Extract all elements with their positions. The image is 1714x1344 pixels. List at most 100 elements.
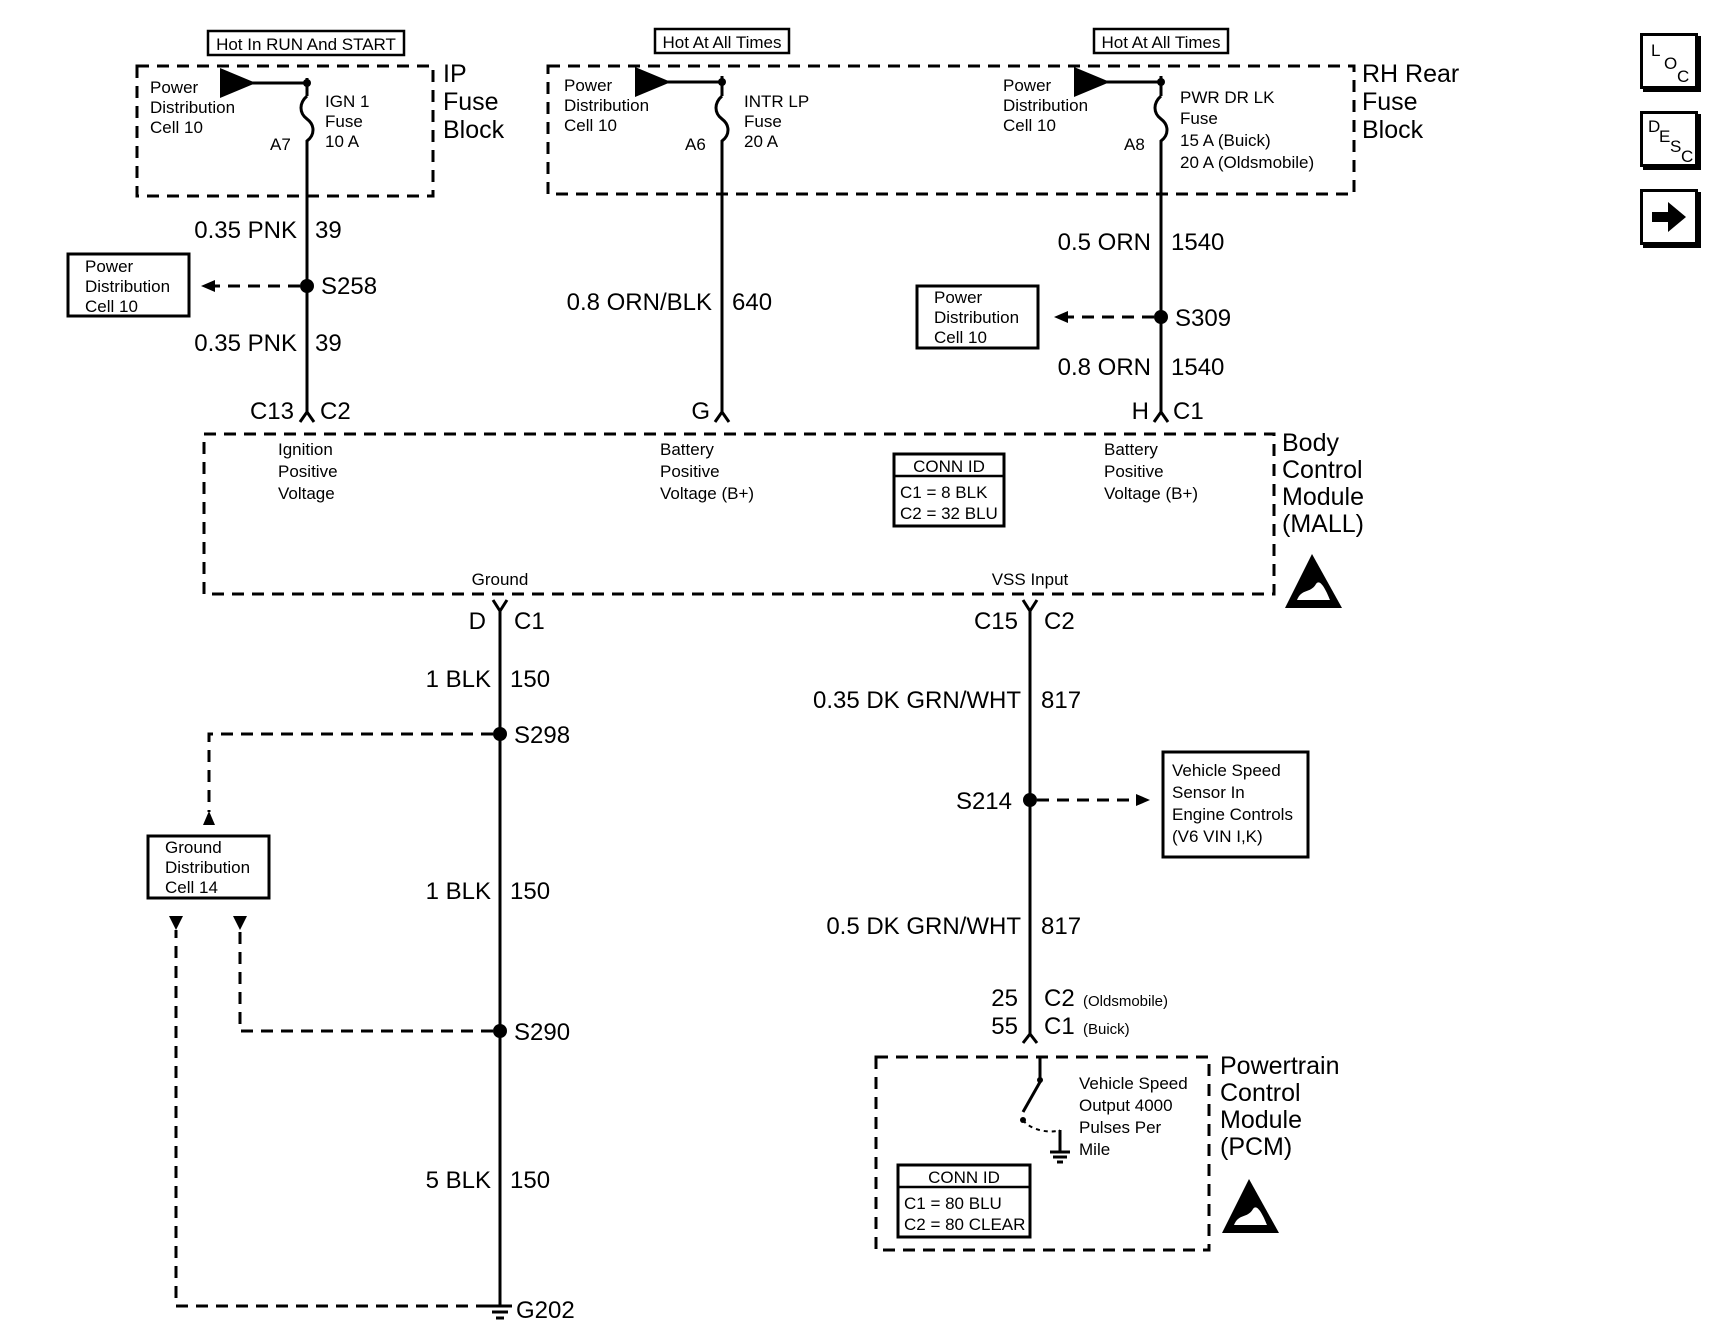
pcm-conn-id-c1: C1 = 80 BLU	[904, 1194, 1002, 1213]
circuit-817: 0.35 DK GRN/WHT 817 S214 0.5 DK GRN/WHT …	[813, 611, 1168, 1044]
splice-s309-dot	[1154, 310, 1168, 324]
rh-hot-label-box-1	[653, 27, 791, 55]
ground-dist-outline	[146, 834, 271, 900]
circuit-150: 1 BLK 150 S298 1 BLK 150 S290 5 BLK 150 …	[169, 611, 575, 1324]
s309-arrowhead	[1054, 311, 1068, 323]
bcm-pin-h: H	[1132, 398, 1149, 425]
loc-letter-o: O	[1664, 54, 1678, 73]
circuit-817-color-1: 0.35 DK GRN/WHT	[813, 687, 1021, 714]
bcm-connector-symbol-5	[1021, 599, 1039, 614]
rh-hot-label-2: Hot At All Times	[1101, 33, 1220, 52]
pd-left-outline	[66, 252, 191, 318]
location-button[interactable]: L O C	[1640, 33, 1698, 89]
ip-fuse-block-outline	[135, 64, 435, 198]
vss-sensor-outline	[1161, 750, 1310, 859]
vehicle-speed-sensor-box: Vehicle Speed Sensor In Engine Controls …	[1161, 750, 1310, 859]
splice-s290-label: S290	[514, 1019, 570, 1046]
pcm-vss-output-label: Vehicle Speed Output 4000 Pulses Per Mil…	[1079, 1074, 1192, 1159]
pd-right-outline	[915, 284, 1040, 350]
pcm-name: Powertrain Control Module (PCM)	[1220, 1052, 1346, 1161]
rh-bus-node-1	[718, 78, 726, 86]
circuit-1540: 0.5 ORN 1540 S309 0.8 ORN 1540	[1054, 152, 1231, 412]
pwr-dr-lk-fuse-label: PWR DR LK Fuse 15 A (Buick) 20 A (Oldsmo…	[1180, 88, 1314, 172]
vss-output-switch-icon	[1020, 1058, 1070, 1164]
ip-pin-a7: A7	[270, 135, 291, 154]
rh-fuse-block-name: RH Rear Fuse Block	[1362, 60, 1466, 144]
circuit-1540-color-top: 0.5 ORN	[1058, 229, 1151, 256]
bcm-connector-symbol-4	[491, 599, 509, 614]
pcm-note-oldsmobile: (Oldsmobile)	[1083, 993, 1168, 1010]
desc-letter-s: S	[1670, 137, 1682, 156]
circuit-39: 0.35 PNK 39 S258 0.35 PNK 39	[194, 152, 377, 412]
bcm-conn-c1-top: C1	[1173, 398, 1204, 425]
ground-g202-label: G202	[516, 1297, 575, 1324]
pcm-conn-id-c2: C2 = 80 CLEAR	[904, 1215, 1025, 1234]
s298-dash-to-ground-dist	[207, 732, 493, 812]
s290-dash-to-ground-dist	[238, 930, 493, 1033]
splice-s258-label: S258	[321, 273, 377, 300]
s298-arrowhead	[203, 811, 215, 825]
splice-s258-dot	[300, 279, 314, 293]
circuit-150-number-2: 150	[510, 878, 550, 905]
circuit-817-number-1: 817	[1041, 687, 1081, 714]
ip-hot-label: Hot In RUN And START	[216, 35, 396, 54]
bcm-conn-id-c2: C2 = 32 BLU	[900, 504, 998, 523]
bcm-pin-g: G	[691, 398, 710, 425]
splice-s290-dot	[493, 1024, 507, 1038]
esd-warning-icon	[1285, 554, 1342, 608]
description-button[interactable]: D E S C	[1640, 111, 1698, 167]
circuit-150-number-3: 150	[510, 1167, 550, 1194]
circuit-1540-color-bottom: 0.8 ORN	[1058, 354, 1151, 381]
rh-rear-fuse-block: Hot At All Times Hot At All Times RH Rea…	[546, 27, 1466, 196]
pd-right-label: Power Distribution Cell 10	[934, 288, 1024, 347]
bcm-vss-input-label: VSS Input	[992, 570, 1069, 589]
pcm-conn-id-title: CONN ID	[928, 1168, 1000, 1187]
power-distribution-box-right: Power Distribution Cell 10	[915, 284, 1040, 350]
rh-pin-a8: A8	[1124, 135, 1145, 154]
bcm-conn-c2-bottom: C2	[1044, 608, 1075, 635]
s214-arrowhead	[1136, 794, 1150, 806]
bcm-pin-c15: C15	[974, 608, 1018, 635]
circuit-1540-number-top: 1540	[1171, 229, 1224, 256]
ign1-fuse-symbol	[299, 78, 315, 152]
desc-letter-d: D	[1648, 117, 1661, 136]
circuit-817-color-2: 0.5 DK GRN/WHT	[826, 913, 1021, 940]
ground-dist-label: Ground Distribution Cell 14	[165, 838, 255, 897]
powertrain-control-module: Powertrain Control Module (PCM) Vehicle …	[874, 1052, 1346, 1252]
loc-letter-l: L	[1651, 41, 1661, 60]
loc-letter-c: C	[1677, 67, 1690, 86]
vss-sensor-label: Vehicle Speed Sensor In Engine Controls …	[1172, 761, 1298, 846]
circuit-640-number: 640	[732, 289, 772, 316]
s290-arrowhead	[233, 916, 247, 930]
pcm-conn-c1: C1	[1044, 1013, 1075, 1040]
s258-arrowhead	[201, 280, 215, 292]
rh-hot-label-1: Hot At All Times	[662, 33, 781, 52]
pcm-outline	[874, 1055, 1211, 1252]
circuit-150-number-1: 150	[510, 666, 550, 693]
bcm-ignition-label: Ignition Positive Voltage	[278, 440, 342, 503]
circuit-817-number-2: 817	[1041, 913, 1081, 940]
circuit-640-color: 0.8 ORN/BLK	[567, 289, 712, 316]
splice-s298-dot	[493, 727, 507, 741]
bcm-connector-symbol-2	[713, 409, 731, 423]
bcm-battery-label-2: Battery Positive Voltage (B+)	[1104, 440, 1198, 503]
circuit-39-number-top: 39	[315, 217, 342, 244]
pcm-conn-c2: C2	[1044, 985, 1075, 1012]
ground-g202-icon	[488, 1304, 512, 1320]
intr-lp-fuse-symbol	[714, 76, 730, 152]
bcm-conn-id-box	[892, 452, 1006, 528]
pd-left-label: Power Distribution Cell 10	[85, 257, 175, 316]
rh-power-distribution-label-1: Power Distribution Cell 10	[564, 76, 654, 135]
pcm-conn-id-box	[896, 1163, 1032, 1239]
splice-s298-label: S298	[514, 722, 570, 749]
pcm-connector-symbol	[1021, 1031, 1039, 1044]
bcm-battery-label-1: Battery Positive Voltage (B+)	[660, 440, 754, 503]
rh-fuse-block-outline	[546, 64, 1356, 196]
rh-power-distribution-label-2: Power Distribution Cell 10	[1003, 76, 1093, 135]
circuit-640: 0.8 ORN/BLK 640	[567, 152, 772, 412]
bcm-name: Body Control Module (MALL)	[1282, 429, 1371, 538]
next-page-button[interactable]	[1640, 189, 1698, 245]
circuit-150-color-3: 5 BLK	[426, 1167, 491, 1194]
ip-power-distribution-label: Power Distribution Cell 10	[150, 78, 240, 137]
